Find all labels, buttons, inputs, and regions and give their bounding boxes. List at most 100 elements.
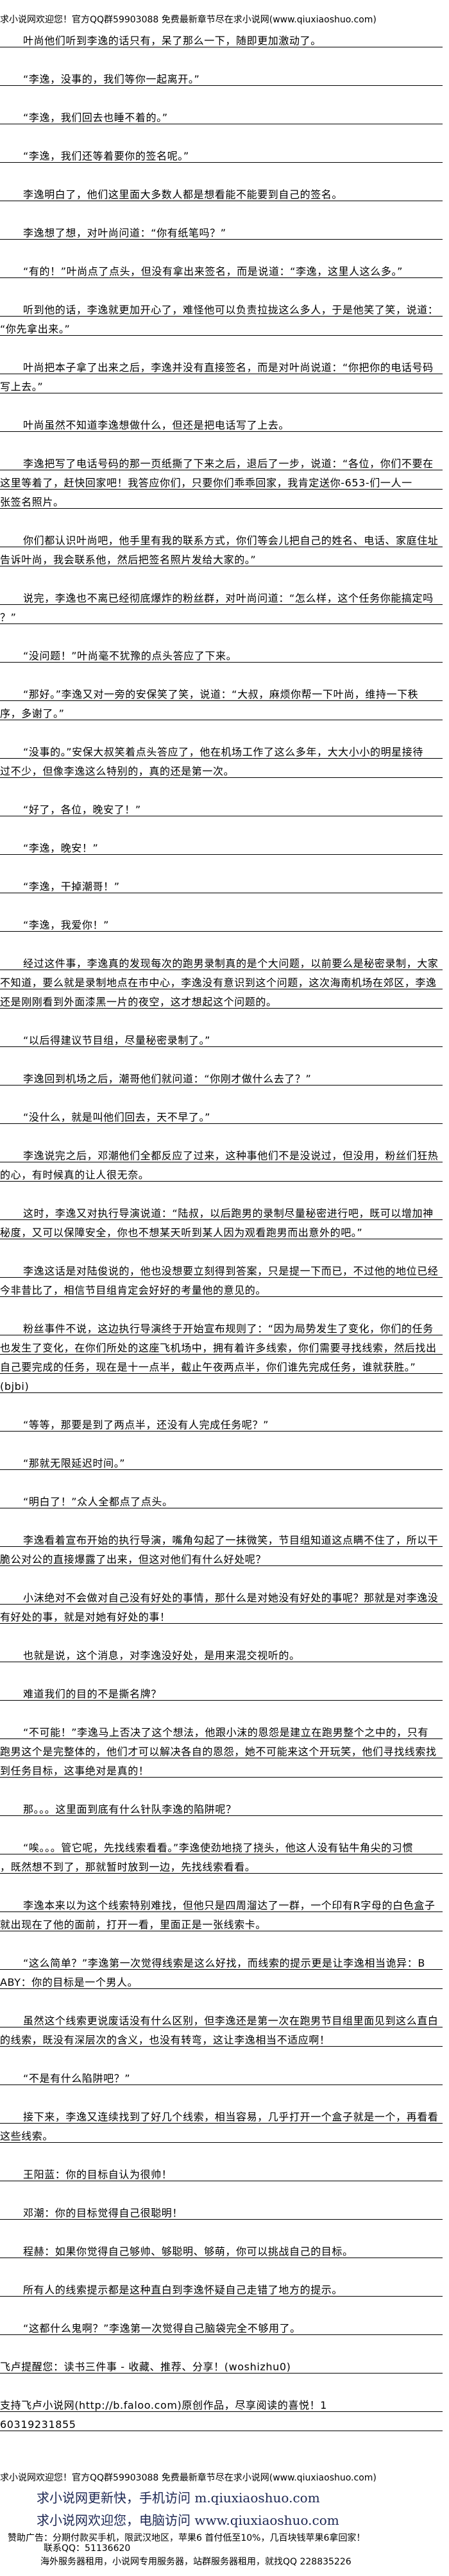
text-line: 李逸这话是对陆俊说的，他也没想要立刻得到答案，只是提一下而已，不过他的地位已经 xyxy=(0,1259,443,1278)
text-line: 李逸想了想，对叶尚问道：“你有纸笔吗？” xyxy=(0,220,443,240)
text-line: 告诉叶尚，我会联系他，然后把签名照片发给大家的。” xyxy=(0,547,443,566)
sponsor-contact: 联系QQ：51136620 xyxy=(44,2543,131,2554)
paragraph: “有的！”叶尚点了点头，但没有拿出来签名，而是说道：“李逸，这里人这么多。” xyxy=(0,259,443,278)
text-line: “李逸，我爱你！” xyxy=(0,912,443,932)
paragraph: “李逸，我们还等着要你的签名呢。” xyxy=(0,144,443,163)
text-line: 还是刚刚看到外面漆黑一片的夜空，这才想起这个问题的。 xyxy=(0,989,443,1009)
paragraph: 邓潮：你的目标觉得自己很聪明！ xyxy=(0,2200,443,2220)
text-line: 叶尚把本子拿了出来之后，李逸并没有直接签名，而是对叶尚说道：“你把你的电话号码 xyxy=(0,355,443,374)
text-line: 难道我们的目的不是撕名牌？ xyxy=(0,1681,443,1701)
paragraph: 叶尚虽然不知道李逸想做什么，但还是把电话写了上去。 xyxy=(0,413,443,432)
text-line: 经过这件事，李逸真的发现每次的跑男录制真的是个大问题，以前要么是秘密录制，大家 xyxy=(0,951,443,970)
text-line: 跑男这个是完整体的，他们才可以解决各自的恩怨，她不可能来这个开玩笑，他们寻找线索… xyxy=(0,1739,443,1758)
text-line: 这时，李逸又对执行导演说道：“陆叔，以后跑男的录制尽量秘密进行吧，既可以增加神 xyxy=(0,1201,443,1220)
text-line: “没什么，就是叫他们回去，天不早了。” xyxy=(0,1105,443,1124)
text-line: 也发生了变化，在你们所处的这座飞机场中，拥有着许多线索，你们需要寻找线索，然后找… xyxy=(0,1335,443,1355)
text-line: “这么简单？”李逸第一次觉得线索是这么好找，而线索的提示更是让李逸相当诡异：B xyxy=(0,1951,443,1970)
text-line: 李逸把写了电话号码的那一页纸撕了下来之后，退后了一步，说道：“各位，你们不要在 xyxy=(0,451,443,470)
paragraph: 王阳蓝：你的目标自认为很帅！ xyxy=(0,2162,443,2181)
text-line: 自己要完成的任务，现在是十一点半，截止午夜两点半，你们谁先完成任务，谁就获胜。” xyxy=(0,1355,443,1374)
closing-note: 飞卢提醒您：读书三件事 - 收藏、推荐、分享！(woshizhu0) xyxy=(0,2354,443,2374)
paragraph: “以后得建议节目组，尽量秘密录制了。” xyxy=(0,1028,443,1047)
text-line: “你先拿出来。” xyxy=(0,317,443,336)
text-line: 那。。。这里面到底有什么针队李逸的陷阱呢？ xyxy=(0,1797,443,1816)
paragraph: 李逸看着宣布开始的执行导演，嘴角勾起了一抹微笑，节目组知道这点瞒不住了，所以干脆… xyxy=(0,1528,443,1566)
paragraph: 听到他的话，李逸就更加开心了，难怪他可以负责拉拢这么多人，于是他笑了笑，说道：“… xyxy=(0,297,443,336)
text-line: “明白了！”众人全都点了点头。 xyxy=(0,1489,443,1508)
paragraph: 这时，李逸又对执行导演说道：“陆叔，以后跑男的录制尽量秘密进行吧，既可以增加神秘… xyxy=(0,1201,443,1239)
text-line: “不是有什么陷阱吧？” xyxy=(0,2066,443,2085)
text-line: 李逸看着宣布开始的执行导演，嘴角勾起了一抹微笑，节目组知道这点瞒不住了，所以干 xyxy=(0,1528,443,1547)
paragraph: “不是有什么陷阱吧？” xyxy=(0,2066,443,2085)
paragraph: 小沫绝对不会做对自己没有好处的事情，那什么是对她没有好处的事呢？那就是对李逸没有… xyxy=(0,1585,443,1624)
paragraph: “没问题！”叶尚毫不犹豫的点头答应了下来。 xyxy=(0,643,443,663)
paragraph: “等等，那要是到了两点半，还没有人完成任务呢？” xyxy=(0,1412,443,1432)
paragraph: 你们都认识叶尚吧，他手里有我的联系方式，你们等会儿把自己的姓名、电话、家庭住址告… xyxy=(0,528,443,566)
paragraph: 李逸本来以为这个线索特别难找，但他只是四周溜达了一群，一个印有R字母的白色盒子就… xyxy=(0,1893,443,1931)
text-line: 程赫：如果你觉得自己够帅、够聪明、够萌，你可以挑战自己的目标。 xyxy=(0,2239,443,2258)
text-line: 虽然这个线索更说废话没有什么区别，但李逸还是第一次在跑男节目组里面见到这么直白 xyxy=(0,2008,443,2027)
paragraph: 接下来，李逸又连续找到了好几个线索，相当容易，几乎打开一个盒子就是一个，再看看这… xyxy=(0,2104,443,2143)
text-line: “这都什么鬼啊？”李逸第一次觉得自己脑袋完全不够用了。 xyxy=(0,2316,443,2335)
text-line: 飞卢提醒您：读书三件事 - 收藏、推荐、分享！(woshizhu0) xyxy=(0,2354,443,2374)
paragraph: “李逸，没事的，我们等你一起离开。” xyxy=(0,67,443,86)
pc-access-link[interactable]: 求小说网欢迎您，电脑访问 www.qiuxiaoshuo.com xyxy=(37,2513,339,2528)
text-line: “有的！”叶尚点了点头，但没有拿出来签名，而是说道：“李逸，这里人这么多。” xyxy=(0,259,443,278)
footer-notice: 求小说网欢迎您！官方QQ群59903088 免费最新章节尽在求小说网(www.q… xyxy=(0,2473,377,2483)
text-line: 支持飞卢小说网(http://b.faloo.com)原创作品，尽享阅读的喜悦！… xyxy=(0,2393,443,2412)
text-line: 叶尚虽然不知道李逸想做什么，但还是把电话写了上去。 xyxy=(0,413,443,432)
paragraph: 李逸说完之后，邓潮他们全都反应了过来，这种事他们不是没说过，但没用，粉丝们狂热的… xyxy=(0,1143,443,1182)
text-line: “李逸，干掉潮哥！” xyxy=(0,874,443,893)
text-line: 的线索，既没有深层次的含义，也没有转弯，这让李逸相当不适应啊！ xyxy=(0,2027,443,2047)
paragraph: “唉。。。管它呢，先找线索看看。”李逸使劲地挠了挠头，他这人没有钻牛角尖的习惯，… xyxy=(0,1835,443,1874)
paragraph: 叶尚把本子拿了出来之后，李逸并没有直接签名，而是对叶尚说道：“你把你的电话号码写… xyxy=(0,355,443,393)
text-line: ABY：你的目标是一个男人。 xyxy=(0,1970,443,1989)
text-line: “李逸，我们还等着要你的签名呢。” xyxy=(0,144,443,163)
closing-notes: 飞卢提醒您：读书三件事 - 收藏、推荐、分享！(woshizhu0) 支持飞卢小说… xyxy=(0,2354,443,2431)
text-line: 你们都认识叶尚吧，他手里有我的联系方式，你们等会儿把自己的姓名、电话、家庭住址 xyxy=(0,528,443,547)
text-line: 这些线索。 xyxy=(0,2124,443,2143)
text-line: 所有人的线索提示都是这种直白到李逸怀疑自己走错了地方的提示。 xyxy=(0,2277,443,2297)
text-line: 到任务目标，这事绝对是真的！ xyxy=(0,1758,443,1778)
paragraph: 虽然这个线索更说废话没有什么区别，但李逸还是第一次在跑男节目组里面见到这么直白的… xyxy=(0,2008,443,2047)
text-line: 叶尚他们听到李逸的话只有，呆了那么一下，随即更加激动了。 xyxy=(0,28,443,47)
paragraph: 李逸这话是对陆俊说的，他也没想要立刻得到答案，只是提一下而已，不过他的地位已经今… xyxy=(0,1259,443,1297)
text-line: 说完，李逸也不离已经彻底爆炸的粉丝群，对叶尚问道：“怎么样，这个任务你能搞定吗 xyxy=(0,586,443,605)
text-line: “李逸，晚安！” xyxy=(0,836,443,855)
text-line: 这里等着了，赶快回家吧！我答应你们，只要你们乖乖回家，我肯定送你-653-们一人… xyxy=(0,470,443,490)
text-line: 也就是说，这个消息，对李逸没好处，是用来混交视听的。 xyxy=(0,1643,443,1662)
paragraph: 所有人的线索提示都是这种直白到李逸怀疑自己走错了地方的提示。 xyxy=(0,2277,443,2297)
paragraph: 李逸想了想，对叶尚问道：“你有纸笔吗？” xyxy=(0,220,443,240)
text-line: 就出现在了他的面前，打开一看，里面正是一张线索卡。 xyxy=(0,1912,443,1931)
text-line: 王阳蓝：你的目标自认为很帅！ xyxy=(0,2162,443,2181)
text-line: 的心，有时候真的让人很无奈。 xyxy=(0,1162,443,1182)
text-line: “以后得建议节目组，尽量秘密录制了。” xyxy=(0,1028,443,1047)
text-line: 脆公对公的直接爆露了出来，但这对他们有什么好处呢？ xyxy=(0,1547,443,1566)
text-line: “没问题！”叶尚毫不犹豫的点头答应了下来。 xyxy=(0,643,443,663)
mobile-access-link[interactable]: 求小说网更新快，手机访问 m.qiuxiaoshuo.com xyxy=(37,2490,320,2506)
paragraph: 那。。。这里面到底有什么针队李逸的陷阱呢？ xyxy=(0,1797,443,1816)
server-ad: 海外服务器租用，小说网专用服务器，站群服务器租用，就找QQ 228835226 xyxy=(40,2557,352,2567)
text-line: ，既然想不到了，那就暂时放到一边，先找线索看看。 xyxy=(0,1854,443,1874)
paragraph: 程赫：如果你觉得自己够帅、够聪明、够萌，你可以挑战自己的目标。 xyxy=(0,2239,443,2258)
text-line: 邓潮：你的目标觉得自己很聪明！ xyxy=(0,2200,443,2220)
paragraph: “那好。”李逸又对一旁的安保笑了笑，说道：“大叔，麻烦你帮一下叶尚，维持一下秩序… xyxy=(0,682,443,720)
paragraph: 李逸回到机场之后，潮哥他们就问道：“你刚才做什么去了？” xyxy=(0,1066,443,1086)
text-line: 听到他的话，李逸就更加开心了，难怪他可以负责拉拢这么多人，于是他笑了笑，说道： xyxy=(0,297,443,317)
text-line: “李逸，没事的，我们等你一起离开。” xyxy=(0,67,443,86)
paragraph: “好了，各位，晚安了！” xyxy=(0,797,443,816)
paragraph: 难道我们的目的不是撕名牌？ xyxy=(0,1681,443,1701)
paragraph: 李逸把写了电话号码的那一页纸撕了下来之后，退后了一步，说道：“各位，你们不要在这… xyxy=(0,451,443,509)
text-line: “好了，各位，晚安了！” xyxy=(0,797,443,816)
text-line: 过不少，但像李逸这么特别的，真的还是第一次。 xyxy=(0,759,443,778)
closing-note: 支持飞卢小说网(http://b.faloo.com)原创作品，尽享阅读的喜悦！… xyxy=(0,2393,443,2431)
paragraph: “不可能！”李逸马上否决了这个想法，他跟小沫的恩怨是建立在跑男整个之中的，只有跑… xyxy=(0,1720,443,1778)
text-line: “那好。”李逸又对一旁的安保笑了笑，说道：“大叔，麻烦你帮一下叶尚，维持一下秩 xyxy=(0,682,443,701)
text-line: 今非昔比了，相信节目组肯定会好好的考量他的意见的。 xyxy=(0,1278,443,1297)
paragraph: 说完，李逸也不离已经彻底爆炸的粉丝群，对叶尚问道：“怎么样，这个任务你能搞定吗？… xyxy=(0,586,443,624)
text-line: 有好处的事，就是对她有好处的事！ xyxy=(0,1605,443,1624)
text-line: “李逸，我们回去也睡不着的。” xyxy=(0,105,443,124)
paragraph: “李逸，我们回去也睡不着的。” xyxy=(0,105,443,124)
paragraph: 李逸明白了，他们这里面大多数人都是想看能不能要到自己的签名。 xyxy=(0,182,443,201)
